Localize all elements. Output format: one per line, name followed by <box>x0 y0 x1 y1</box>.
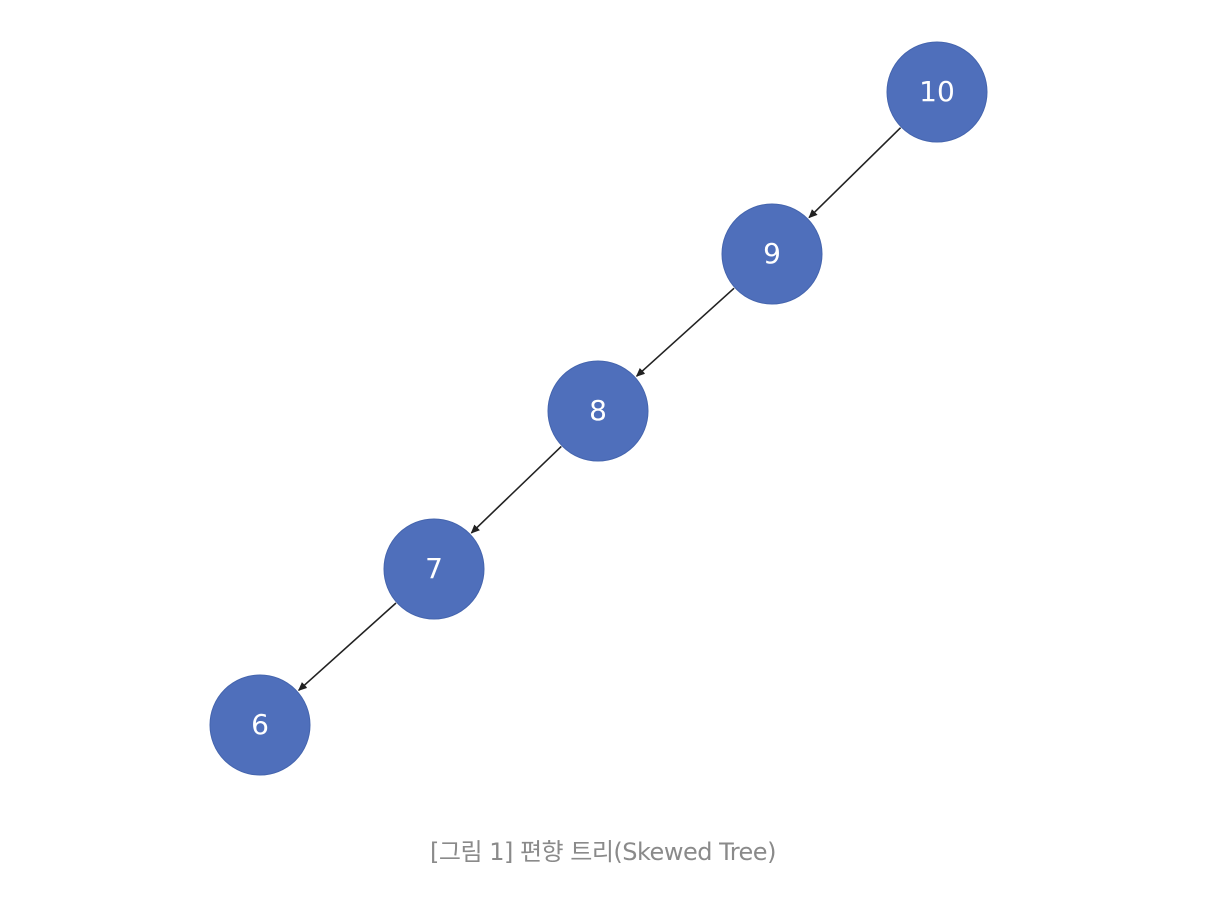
edge-arrow-n9-n8 <box>635 287 735 377</box>
tree-node-6: 6 <box>209 674 311 776</box>
edge-arrow-n7-n6 <box>297 602 397 691</box>
tree-node-circle <box>721 203 823 305</box>
tree-node-circle <box>547 360 649 462</box>
tree-node-circle <box>886 41 988 143</box>
figure-caption: [그림 1] 편향 트리(Skewed Tree) <box>430 838 776 866</box>
tree-node-label: 6 <box>251 708 269 741</box>
tree-node-label: 8 <box>589 394 607 427</box>
tree-node-8: 8 <box>547 360 649 462</box>
tree-node-9: 9 <box>721 203 823 305</box>
tree-node-circle <box>209 674 311 776</box>
tree-node-circle <box>383 518 485 620</box>
tree-node-7: 7 <box>383 518 485 620</box>
edge-arrow-n8-n7 <box>470 445 562 534</box>
edge-arrow-n10-n9 <box>808 127 902 219</box>
tree-node-label: 7 <box>425 552 443 585</box>
tree-node-label: 10 <box>919 75 955 108</box>
tree-node-10: 10 <box>886 41 988 143</box>
tree-node-label: 9 <box>763 237 781 270</box>
